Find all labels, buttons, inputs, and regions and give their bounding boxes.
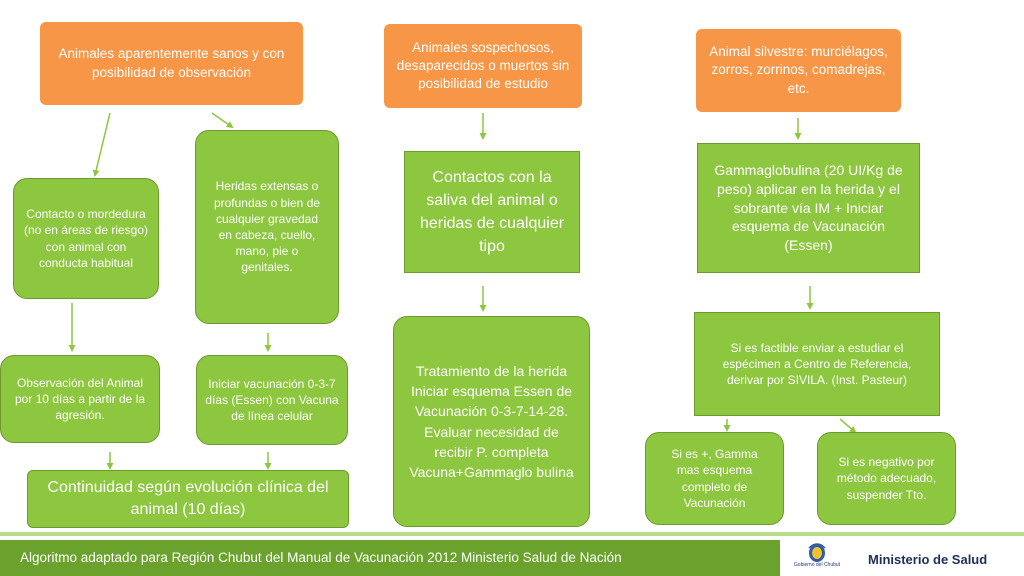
box-extensive-wounds: Heridas extensas o profundas o bien de c…	[195, 130, 339, 324]
arrow-study-to-negative	[839, 418, 857, 434]
box-contact-bite: Contacto o mordedura (no en áreas de rie…	[13, 178, 159, 299]
footer: Algoritmo adaptado para Región Chubut de…	[0, 532, 1024, 576]
box-negative-result: Si es negativo por método adecuado, susp…	[817, 432, 956, 525]
header-suspicious-animals: Animales sospechosos, desaparecidos o mu…	[384, 24, 582, 108]
chubut-seal-icon	[808, 543, 826, 562]
box-saliva-contacts: Contactos con la saliva del animal o her…	[404, 151, 580, 273]
box-specimen-study: Si es factible enviar a estudiar el espé…	[694, 312, 940, 416]
box-positive-result: Si es +, Gamma mas esquema completo de V…	[645, 432, 784, 525]
arrow-header-to-contact	[92, 112, 111, 177]
footer-caption: Algoritmo adaptado para Región Chubut de…	[20, 550, 622, 565]
box-continuity: Continuidad según evolución clínica del …	[27, 470, 349, 528]
box-wound-treatment: Tratamiento de la herida Iniciar esquema…	[393, 316, 590, 527]
seal-caption: Gobierno del Chubut	[793, 562, 841, 568]
logo-area: Gobierno del Chubut Ministerio de Salud	[780, 540, 1024, 576]
arrow-header-to-wounds	[211, 112, 234, 129]
ministry-logo-text: Ministerio de Salud	[868, 552, 988, 567]
box-start-vaccination: Iniciar vacunación 0-3-7 días (Essen) co…	[196, 355, 348, 445]
footer-bar: Algoritmo adaptado para Región Chubut de…	[0, 540, 780, 576]
header-healthy-animals: Animales aparentemente sanos y con posib…	[40, 22, 303, 105]
box-observation: Observación del Animal por 10 días a par…	[0, 355, 160, 443]
header-wild-animal: Animal silvestre: murciélagos, zorros, z…	[696, 29, 901, 112]
box-gammaglobulin: Gammaglobulina (20 UI/Kg de peso) aplica…	[697, 143, 920, 273]
footer-top-strip	[0, 532, 1024, 536]
